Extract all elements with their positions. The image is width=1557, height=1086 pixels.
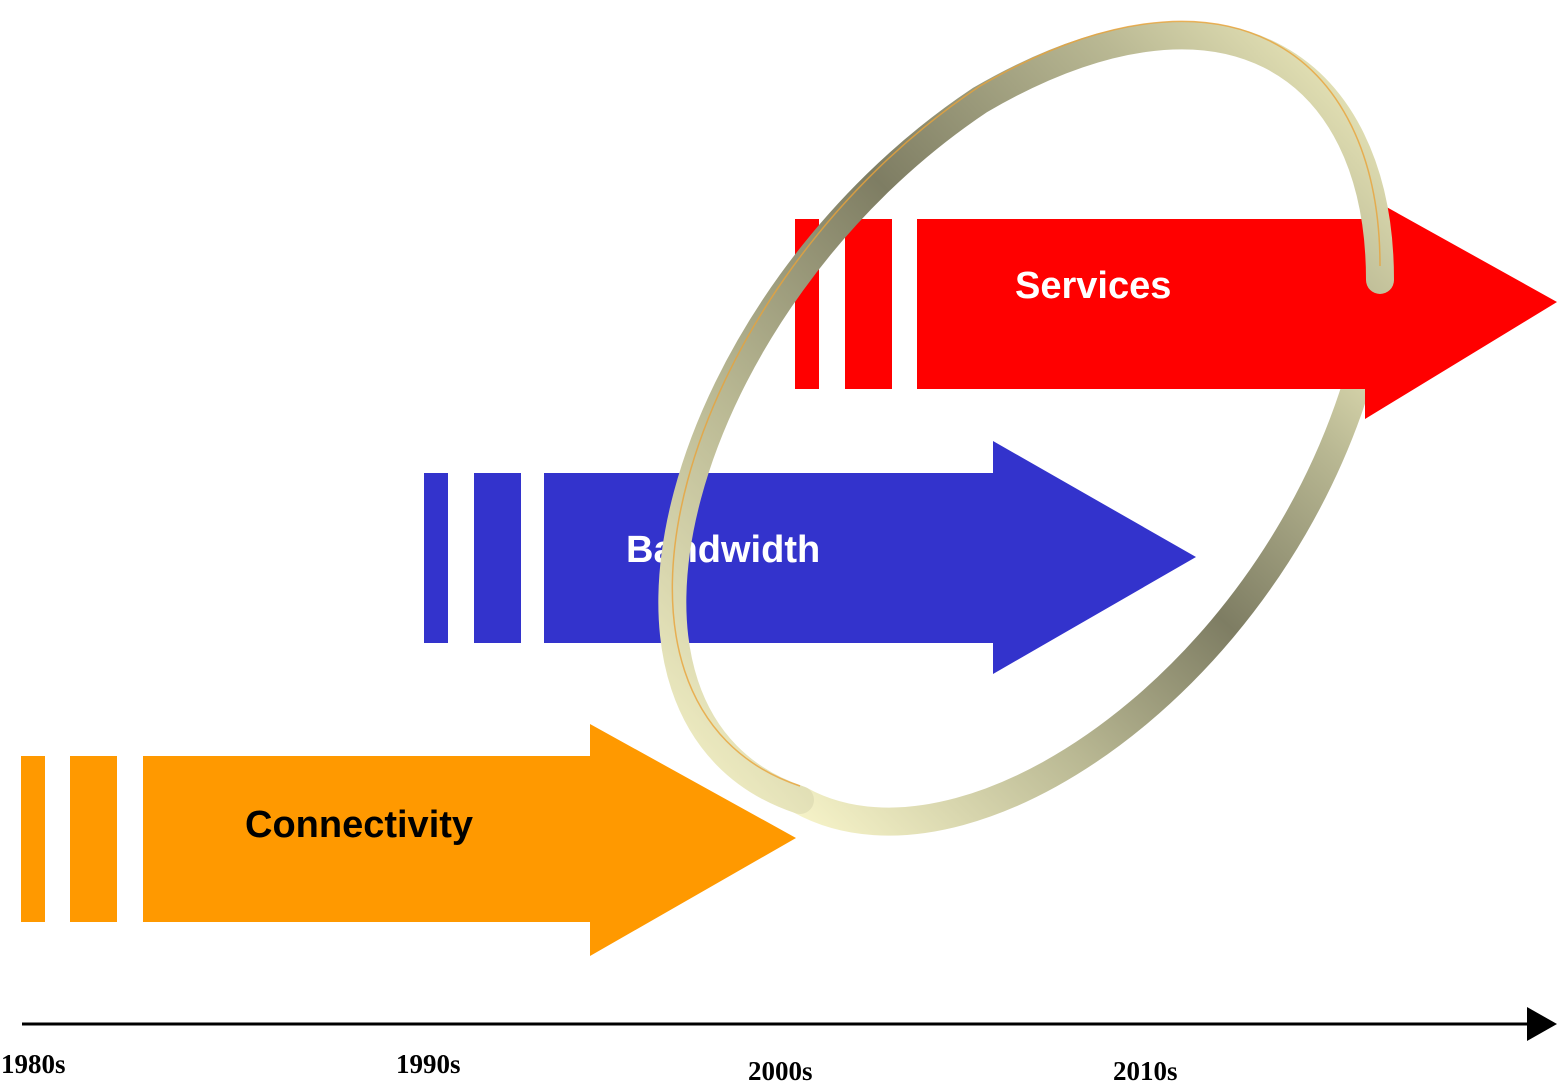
connectivity-arrow: Connectivity: [21, 724, 796, 956]
services-label: Services: [1015, 265, 1171, 307]
connectivity-stripe-2: [70, 756, 117, 922]
timeline-arrowhead: [1527, 1007, 1557, 1041]
timeline-axis: 1980s 1990s 2000s 2010s: [1, 1007, 1557, 1086]
timeline-label-1990s: 1990s: [396, 1049, 461, 1079]
bandwidth-label: Bandwidth: [626, 529, 820, 571]
timeline-label-2010s: 2010s: [1113, 1056, 1178, 1086]
ring-back: [786, 266, 1394, 836]
bandwidth-stripe-2: [474, 473, 521, 643]
connectivity-stripe-1: [21, 756, 45, 922]
ring-front: [658, 20, 1394, 814]
services-arrow-body: [917, 195, 1557, 419]
connectivity-label: Connectivity: [245, 804, 473, 846]
services-stripe-2: [845, 219, 892, 389]
bandwidth-arrow: Bandwidth: [424, 441, 1196, 674]
bandwidth-arrow-body: [544, 441, 1196, 674]
services-arrow: Services: [795, 195, 1557, 419]
connectivity-arrow-body: [143, 724, 796, 956]
bandwidth-stripe-1: [424, 473, 448, 643]
timeline-label-2000s: 2000s: [748, 1056, 813, 1086]
timeline-label-1980s: 1980s: [1, 1049, 66, 1079]
